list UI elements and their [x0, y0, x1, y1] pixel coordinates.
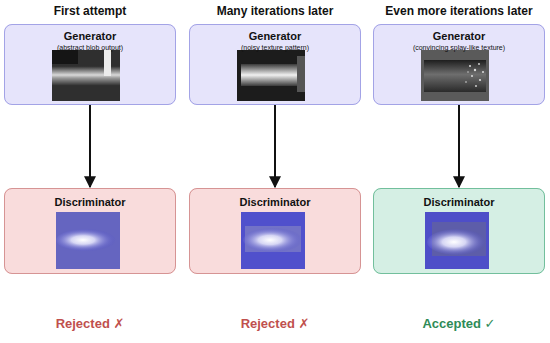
verdict-label: Rejected ✗ — [241, 316, 310, 331]
generator-box: Generator(convincing splay-like texture) — [373, 24, 545, 105]
discriminator-box: Discriminator — [189, 188, 361, 274]
flow-arrow — [458, 105, 460, 187]
column-heading: First attempt — [54, 4, 127, 18]
box-fills — [4, 24, 545, 274]
box-title: Discriminator — [55, 196, 126, 209]
discriminator-heatmap — [425, 212, 489, 269]
box-title: Generator — [433, 30, 486, 43]
discriminator-fill — [189, 188, 361, 274]
discriminator-fill — [373, 188, 545, 274]
generator-box: Generator(abstract blob output) — [4, 24, 176, 105]
box-title: Discriminator — [424, 196, 495, 209]
discriminator-heatmap — [56, 212, 120, 269]
generator-image — [52, 50, 120, 101]
column-heading: Many iterations later — [217, 4, 334, 18]
box-title: Discriminator — [240, 196, 311, 209]
generator-image — [237, 50, 305, 101]
generator-fill — [189, 24, 361, 105]
generator-image — [421, 50, 489, 101]
discriminator-box: Discriminator — [4, 188, 176, 274]
discriminator-box: Discriminator — [373, 188, 545, 274]
box-subtitle: (abstract blob output) — [57, 43, 123, 52]
column-heading: Even more iterations later — [385, 4, 532, 18]
verdict-label: Rejected ✗ — [56, 316, 125, 331]
generator-fill — [4, 24, 176, 105]
box-subtitle: (convincing splay-like texture) — [413, 43, 505, 52]
generator-box: Generator(noisy texture pattern) — [189, 24, 361, 105]
flow-arrow — [89, 105, 91, 187]
discriminator-fill — [4, 188, 176, 274]
verdict-label: Accepted ✓ — [422, 316, 495, 331]
box-title: Generator — [64, 30, 117, 43]
discriminator-heatmap — [241, 212, 305, 269]
generator-fill — [373, 24, 545, 105]
box-title: Generator — [249, 30, 302, 43]
flow-arrow — [274, 105, 276, 187]
box-subtitle: (noisy texture pattern) — [241, 43, 309, 52]
